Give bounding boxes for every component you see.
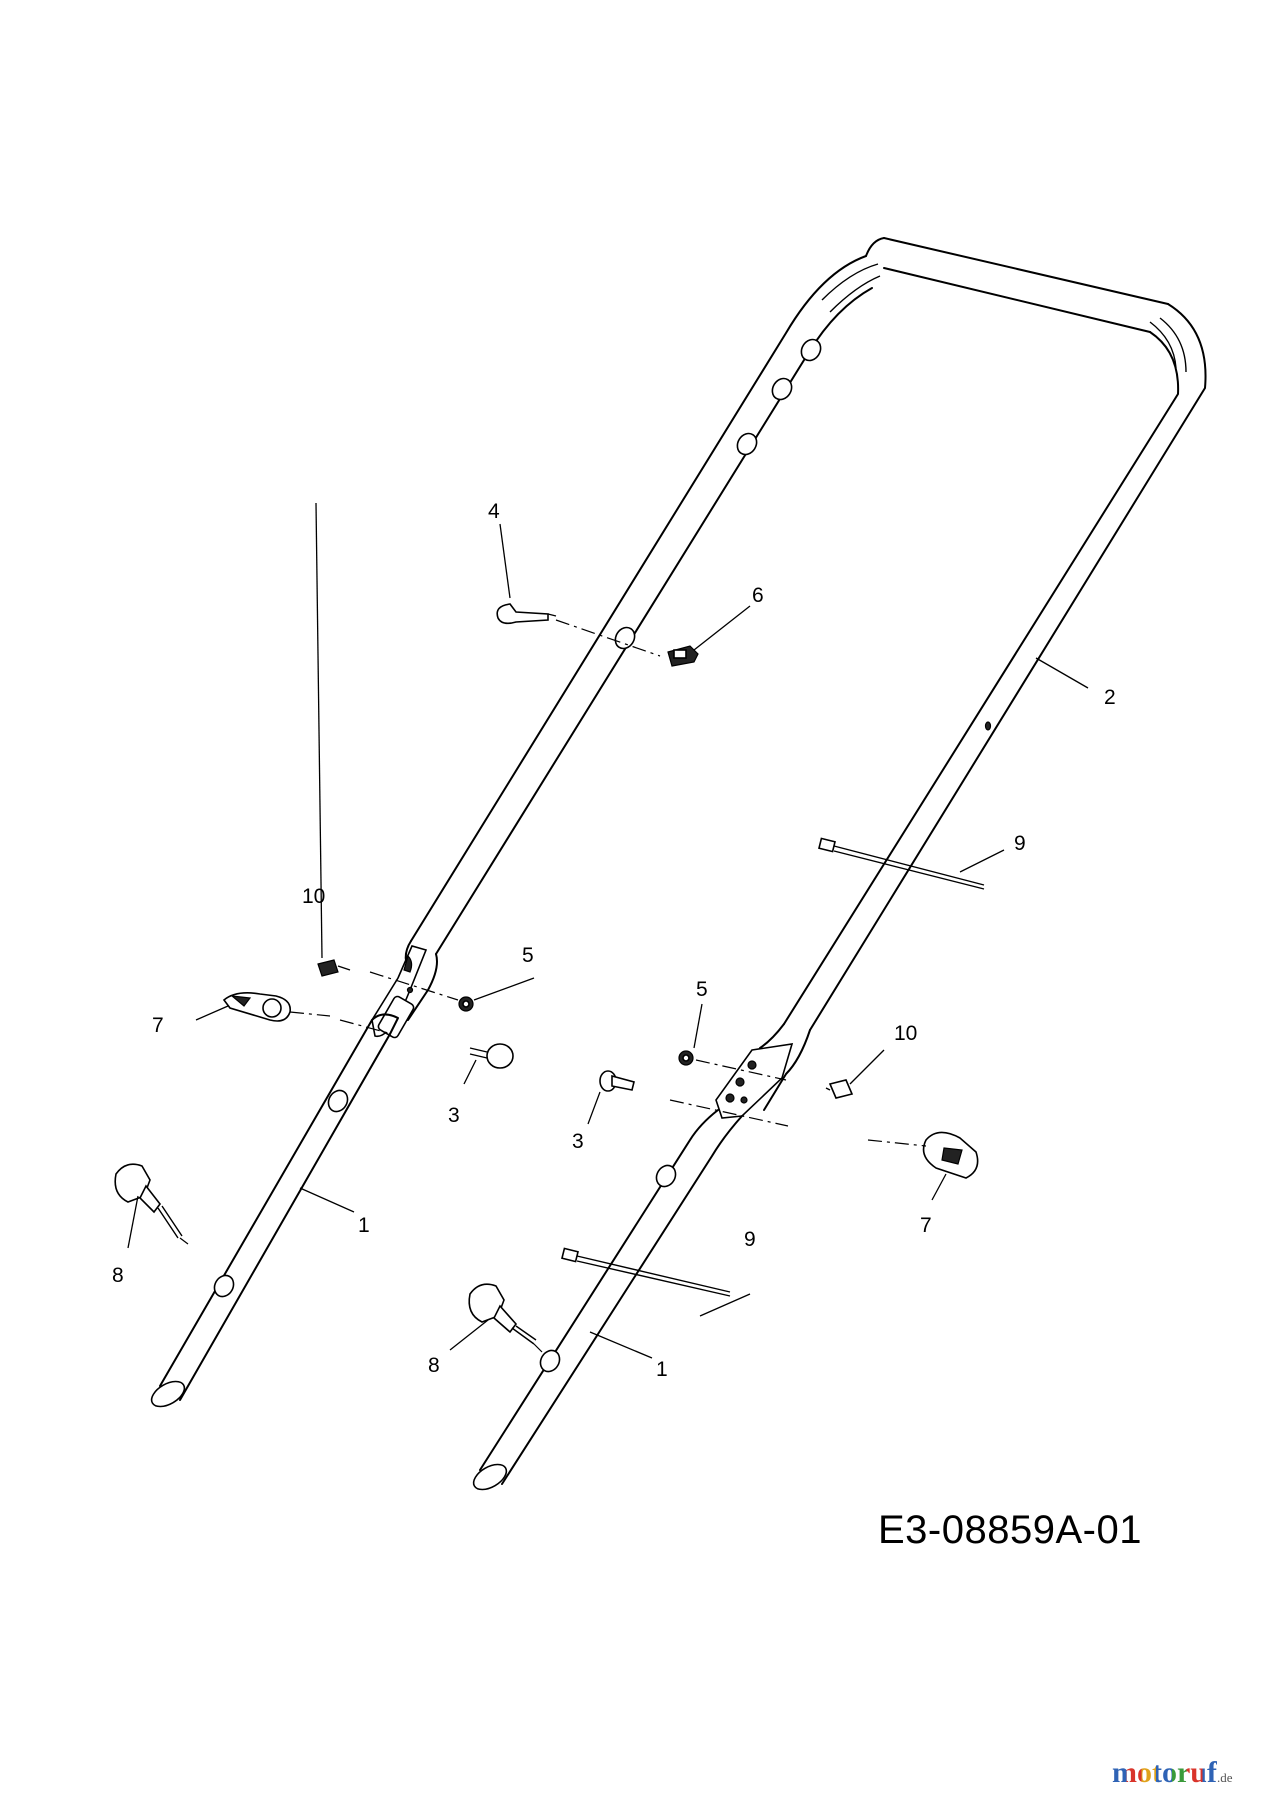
- callout-3-right: 3: [572, 1130, 584, 1153]
- callout-10-left: 10: [302, 885, 325, 908]
- lower-handle-left: [150, 1013, 399, 1408]
- assembly-axes: [179, 619, 927, 1353]
- callout-8-left: 8: [112, 1264, 124, 1287]
- nut-right: [678, 1050, 694, 1066]
- callout-7-left: 7: [152, 1014, 164, 1037]
- carriage-bolt-right: [599, 1070, 635, 1092]
- knob-lever-right: [922, 1131, 979, 1179]
- callout-2: 2: [1104, 686, 1116, 709]
- carriage-bolt-left: [469, 1043, 514, 1069]
- screw-right: [825, 1079, 854, 1099]
- watermark-text: motoruf: [1112, 1756, 1217, 1789]
- callout-8-right: 8: [428, 1354, 440, 1377]
- bolt-knob-right: [468, 1283, 537, 1345]
- cable-tie-upper: [818, 837, 985, 890]
- callout-1-lower-right: 1: [656, 1358, 668, 1381]
- callout-9-lower: 9: [744, 1228, 756, 1251]
- motoruf-watermark: motoruf.de: [1112, 1756, 1233, 1790]
- left-handle-bracket: [371, 945, 428, 1039]
- callout-3-left: 3: [448, 1104, 460, 1127]
- cable-tie-lower: [561, 1247, 731, 1297]
- bolt-knob-left: [114, 1163, 183, 1239]
- screw-left: [317, 959, 351, 977]
- callout-5-right: 5: [696, 978, 708, 1001]
- lower-handle-right: [472, 1109, 743, 1491]
- nut-left: [458, 996, 474, 1012]
- drawing-number: E3-08859A-01: [878, 1508, 1142, 1552]
- cable-clip: [667, 645, 699, 667]
- callout-5-left: 5: [522, 944, 534, 967]
- callout-1-lower-left: 1: [358, 1214, 370, 1237]
- watermark-suffix: .de: [1216, 1770, 1233, 1785]
- callout-labels: 4 6 2 9 10 5 7 5 10 3 3 7 1 8 9 8 1: [112, 500, 1116, 1381]
- upper-handle: [389, 237, 1207, 1111]
- callout-4: 4: [488, 500, 500, 523]
- cable-hook: [496, 603, 557, 625]
- callout-7-right: 7: [920, 1214, 932, 1237]
- callout-6: 6: [752, 584, 764, 607]
- knob-lever-left: [222, 992, 292, 1022]
- callout-9-upper: 9: [1014, 832, 1026, 855]
- callout-10-right: 10: [894, 1022, 917, 1045]
- leader-lines: [127, 502, 1089, 1359]
